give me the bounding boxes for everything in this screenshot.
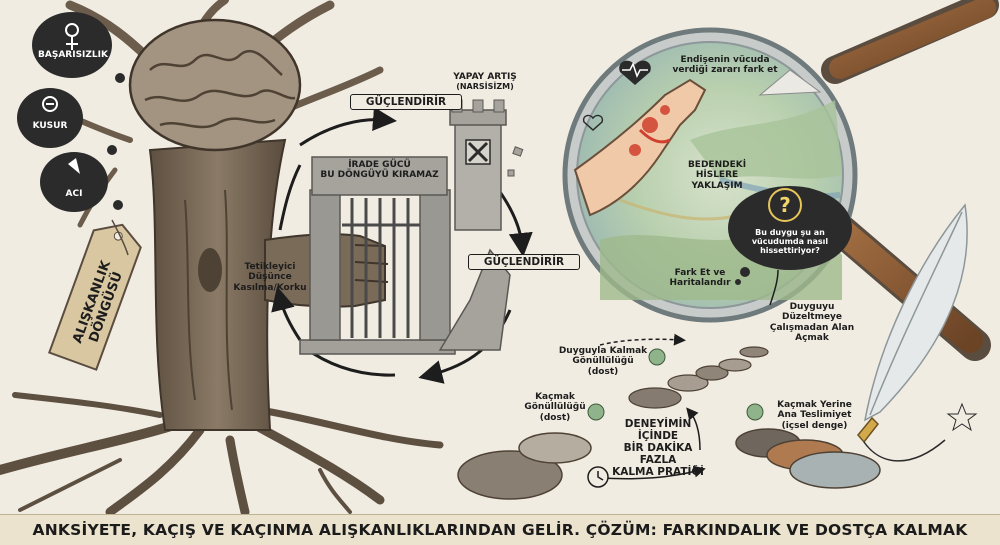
question-line-2: vücudumda nasıl	[751, 237, 829, 247]
stay-line-2: Gönüllülüğü	[572, 356, 634, 367]
tower-line-2: (NARSİSİZM)	[456, 82, 514, 92]
question-caption: Bu duygu şu an vücudumda nasıl hissettir…	[742, 228, 838, 256]
surrender-line-1: Kaçmak Yerine	[777, 400, 852, 410]
cycle-arrow-top	[299, 107, 397, 147]
footer-text: ANKSİYETE, KAÇIŞ VE KAÇINMA ALIŞKANLIKLA…	[32, 521, 968, 539]
no-fix-line-1: Duyguyu	[789, 302, 835, 312]
map-line-1: Fark Et ve	[674, 268, 726, 278]
gate-caption: İRADE GÜCÜ BU DÖNGÜYÜ KIRAMAZ	[312, 160, 447, 181]
tower-line-1: YAPAY ARTIŞ	[453, 72, 517, 82]
approach-caption: BEDENDEKİ HİSLERE YAKLAŞIM	[672, 160, 762, 191]
stepping-stones	[457, 269, 881, 500]
no-fix-caption: Duyguyu Düzeltmeye Çalışmadan Alan Açmak	[752, 302, 872, 343]
trigger-caption: Tetikleyici Düşünce Kasılma/Korku	[220, 262, 320, 293]
habit-loop-tag	[47, 223, 142, 371]
practice-line-2: BİR DAKİKA FAZLA	[623, 442, 693, 467]
habit-tree	[0, 0, 444, 517]
trigger-line-1: Tetikleyici	[244, 262, 296, 272]
gate-line-1: İRADE GÜCÜ	[348, 160, 411, 170]
friend-blob-icon-3	[746, 403, 764, 421]
cycle-arrow-left	[271, 286, 302, 341]
escape-line-2: Gönüllülüğü	[524, 402, 586, 413]
heart-icon	[619, 60, 651, 85]
practice-line-3: KALMA PRATİĞİ	[612, 466, 704, 479]
escape-line-1: Kaçmak	[535, 392, 575, 402]
friend-blob-icon	[648, 348, 666, 366]
stay-caption: Duyguyla Kalmak Gönüllülüğü (dost)	[548, 346, 658, 377]
magnifying-glass: ?	[562, 0, 999, 361]
trigger-line-3: Kasılma/Korku	[233, 282, 307, 293]
strengthen-label-top: GÜÇLENDİRİR	[350, 94, 462, 111]
damage-line-1: Endişenin vücuda	[680, 55, 770, 65]
flaw-icon	[42, 96, 58, 112]
damage-line-2: verdiği zararı fark et	[672, 65, 778, 76]
question-glow	[768, 188, 802, 222]
question-line-1: Bu duygu şu an	[755, 228, 825, 237]
escape-caption: Kaçmak Gönüllülüğü (dost)	[515, 392, 595, 423]
thought-label-pain: ACI	[65, 189, 83, 199]
footer-banner: ANKSİYETE, KAÇIŞ VE KAÇINMA ALIŞKANLIKLA…	[0, 514, 1000, 545]
stay-line-3: (dost)	[587, 366, 619, 377]
escape-line-3: (dost)	[539, 412, 571, 423]
question-mark-icon: ?	[779, 193, 791, 217]
approach-line-1: BEDENDEKİ	[687, 160, 747, 170]
cross-icon	[467, 141, 489, 163]
practice-line-1: DENEYİMİN İÇİNDE	[624, 418, 692, 443]
thought-label-flaw: KUSUR	[32, 121, 68, 131]
surrender-caption: Kaçmak Yerine Ana Teslimiyet (içsel deng…	[762, 400, 867, 431]
crumbling-tower	[438, 99, 524, 351]
map-caption: Fark Et ve Haritalandır	[655, 268, 745, 289]
no-fix-line-4: Açmak	[795, 333, 829, 344]
star-icon	[946, 402, 978, 432]
trigger-line-2: Düşünce	[248, 272, 292, 283]
thought-label-failure: BAŞARISIZLIK	[38, 50, 108, 60]
map-line-2: Haritalandır	[669, 278, 731, 289]
approach-line-3: YAKLAŞIM	[691, 180, 743, 191]
thought-bubbles	[17, 12, 125, 212]
quill-pen	[857, 203, 978, 462]
inflammation-dot	[642, 117, 658, 133]
no-fix-line-2: Düzeltmeye	[781, 312, 843, 323]
surrender-line-2: Ana Teslimiyet	[777, 410, 852, 421]
stone-gate	[299, 156, 456, 355]
strengthen-label-right: GÜÇLENDİRİR	[468, 254, 580, 271]
practice-caption: DENEYİMİN İÇİNDE BİR DAKİKA FAZLA KALMA …	[608, 418, 708, 478]
pain-icon	[68, 158, 80, 174]
damage-caption: Endişenin vücuda verdiği zararı fark et	[655, 55, 795, 76]
question-line-3: hissettiriyor?	[760, 246, 820, 256]
no-fix-line-3: Çalışmadan Alan	[769, 322, 855, 333]
surrender-line-3: (içsel denge)	[781, 420, 848, 431]
pulse-heart-icon	[582, 114, 604, 132]
gate-line-2: BU DÖNGÜYÜ KIRAMAZ	[320, 170, 439, 181]
friend-blob-icon-2	[587, 403, 605, 421]
cycle-arrow-bottom	[418, 309, 512, 384]
tower-caption: YAPAY ARTIŞ (NARSİSİZM)	[440, 72, 530, 92]
approach-line-2: HİSLERE	[695, 170, 739, 181]
stay-line-1: Duyguyla Kalmak	[558, 346, 648, 356]
